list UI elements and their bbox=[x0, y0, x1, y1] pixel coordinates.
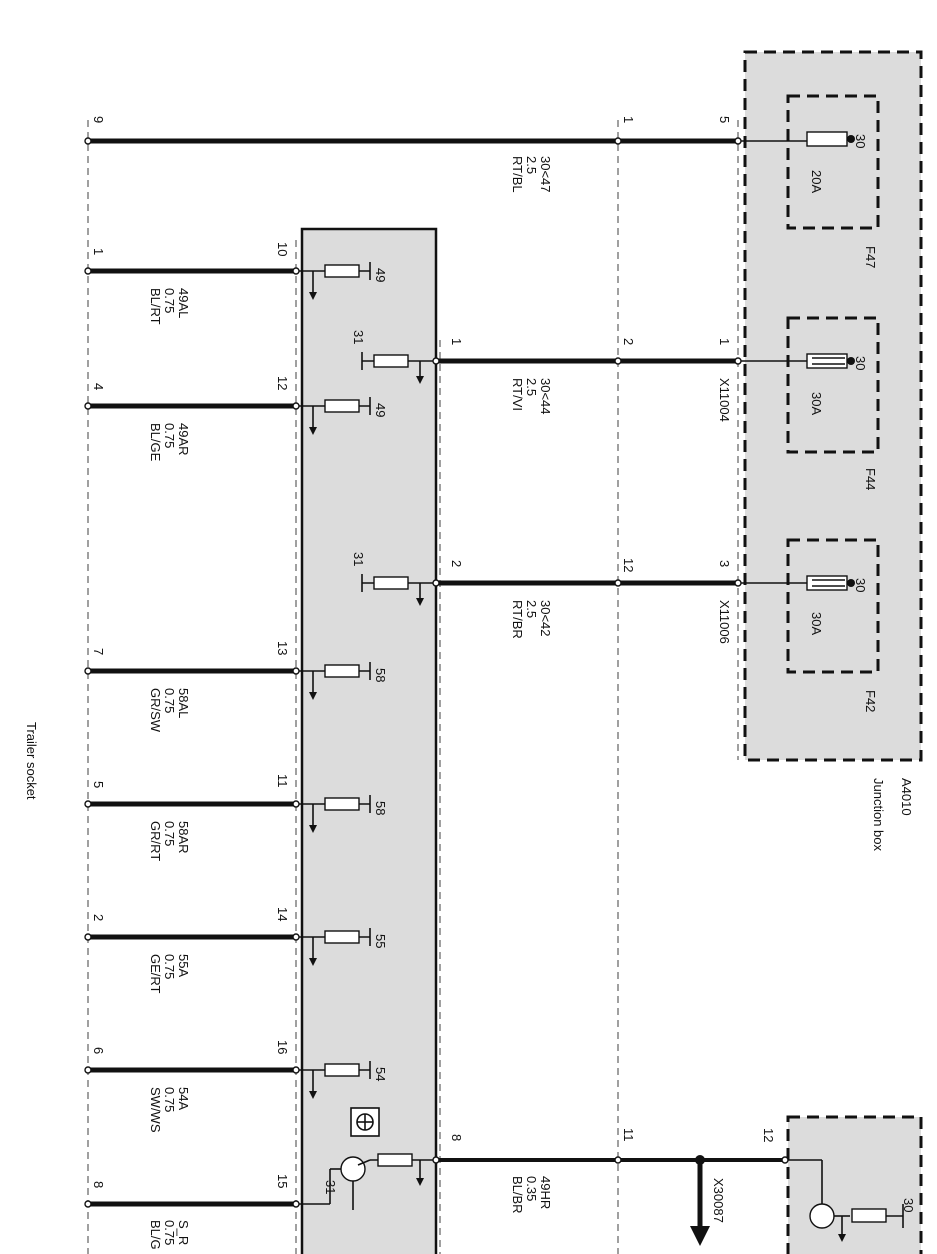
fuse-f47-housing bbox=[786, 94, 880, 230]
fuse-f44-name: F44 bbox=[863, 468, 878, 490]
fuse-f42-terminal: 30 bbox=[853, 578, 868, 592]
wire-30-42-signal: 30<42 bbox=[538, 600, 553, 637]
wire-30-47-signal: 30<47 bbox=[538, 156, 553, 193]
module-ground-pin1: 31 bbox=[351, 330, 366, 344]
mid-pin-11: 11 bbox=[621, 1128, 636, 1142]
connector-x30087: X30087 bbox=[711, 1178, 726, 1223]
output-socket-pin: 8 bbox=[91, 1181, 106, 1188]
output-color: GE/RT bbox=[148, 954, 163, 994]
output-color: SW/WS bbox=[148, 1087, 163, 1133]
output-signal: S_R bbox=[176, 1220, 191, 1245]
connector-x11004: X11004 bbox=[717, 378, 732, 422]
fuse-f47-name: F47 bbox=[863, 246, 878, 268]
output-terminal: 54 bbox=[373, 1067, 388, 1081]
wire-49hr-color: BL/BR bbox=[510, 1176, 525, 1214]
output-gauge: 0.75 bbox=[162, 1220, 177, 1245]
fuse-f44-pin: 1 bbox=[717, 338, 732, 345]
mid-pin-12: 12 bbox=[621, 558, 636, 572]
module-pin-2: 2 bbox=[449, 560, 464, 567]
fuse-f44 bbox=[806, 353, 848, 369]
trailer-module-box bbox=[300, 227, 438, 1254]
fuse-f47-terminal: 30 bbox=[853, 134, 868, 148]
junction-box-id: A4010 bbox=[899, 778, 914, 816]
wire-30-44-color: RT/VI bbox=[510, 378, 525, 411]
output-signal: 54A bbox=[176, 1087, 191, 1110]
output-socket-pin: 7 bbox=[91, 648, 106, 655]
fuse-f47 bbox=[806, 131, 848, 147]
output-gauge: 0.75 bbox=[162, 423, 177, 448]
fuse-f44-housing bbox=[786, 316, 880, 454]
output-module-pin: 15 bbox=[275, 1174, 290, 1188]
junction-box-outline bbox=[743, 50, 923, 762]
output-module-pin: 13 bbox=[275, 641, 290, 655]
junction-box bbox=[743, 50, 923, 762]
output-module-pin: 12 bbox=[275, 376, 290, 390]
output-terminal: 49 bbox=[373, 268, 388, 282]
output-gauge: 0.75 bbox=[162, 954, 177, 979]
output-color: BL/RT bbox=[148, 288, 163, 325]
fuse-f42-housing bbox=[786, 538, 880, 674]
wire-30-47-color: RT/BL bbox=[510, 156, 525, 193]
fuse-f47-pin: 5 bbox=[717, 116, 732, 123]
bottom-right-terminal: 30 bbox=[901, 1198, 916, 1212]
fuse-f42-pin: 3 bbox=[717, 560, 732, 567]
output-terminal: 55 bbox=[373, 934, 388, 948]
output-signal: 55A bbox=[176, 954, 191, 977]
output-gauge: 0.75 bbox=[162, 821, 177, 846]
wire-49hr-signal: 49HR bbox=[538, 1176, 553, 1209]
wire-30-42-gauge: 2.5 bbox=[524, 600, 539, 618]
module-ground-pin2: 31 bbox=[351, 552, 366, 566]
output-gauge: 0.75 bbox=[162, 288, 177, 313]
module-pin-8: 8 bbox=[449, 1134, 464, 1141]
wire-49hr-gauge: 0.35 bbox=[524, 1176, 539, 1201]
output-color: GR/RT bbox=[148, 821, 163, 861]
connector-x11006: X11006 bbox=[717, 600, 732, 644]
mid-pin-1: 1 bbox=[621, 116, 636, 123]
output-socket-pin: 2 bbox=[91, 914, 106, 921]
wire-30-47-gauge: 2.5 bbox=[524, 156, 539, 174]
output-terminal: 58 bbox=[373, 801, 388, 815]
output-gauge: 0.75 bbox=[162, 1087, 177, 1112]
fuse-f44-rating: 30A bbox=[809, 392, 824, 415]
output-socket-pin: 1 bbox=[91, 248, 106, 255]
socket-pin-9: 9 bbox=[91, 116, 106, 123]
output-signal: 49AR bbox=[176, 423, 191, 456]
output-socket-pin: 5 bbox=[91, 781, 106, 788]
output-color: GR/SW bbox=[148, 688, 163, 733]
output-module-pin: 11 bbox=[275, 774, 290, 788]
output-gauge: 0.75 bbox=[162, 688, 177, 713]
module-ground-pin8: 31 bbox=[323, 1180, 338, 1194]
output-color: BL/GE bbox=[148, 423, 163, 462]
output-socket-pin: 6 bbox=[91, 1047, 106, 1054]
fuse-f42 bbox=[806, 575, 848, 591]
fuse-f47-rating: 20A bbox=[809, 170, 824, 193]
trailer-socket-label: Trailer socket bbox=[24, 722, 39, 800]
fuse-f44-terminal: 30 bbox=[853, 356, 868, 370]
wire-30-44-gauge: 2.5 bbox=[524, 378, 539, 396]
output-module-pin: 16 bbox=[275, 1040, 290, 1054]
mid-pin-2: 2 bbox=[621, 338, 636, 345]
output-signal: 58AR bbox=[176, 821, 191, 854]
fuse-f42-rating: 30A bbox=[809, 612, 824, 635]
output-signal: 58AL bbox=[176, 688, 191, 718]
bottom-right-circuit bbox=[690, 1155, 904, 1246]
output-signal: 49AL bbox=[176, 288, 191, 318]
output-module-pin: 10 bbox=[275, 242, 290, 256]
wire-30-42-color: RT/BR bbox=[510, 600, 525, 639]
output-socket-pin: 4 bbox=[91, 383, 106, 390]
output-color: BL/G bbox=[148, 1220, 163, 1250]
wire-30-44-signal: 30<44 bbox=[538, 378, 553, 415]
output-module-pin: 14 bbox=[275, 907, 290, 921]
bottom-right-component bbox=[786, 1115, 923, 1254]
output-terminal: 49 bbox=[373, 403, 388, 417]
junction-box-name: Junction box bbox=[871, 778, 886, 851]
fuse-f42-name: F42 bbox=[863, 690, 878, 712]
module-output-stages bbox=[296, 262, 440, 1210]
module-pin-1: 1 bbox=[449, 338, 464, 345]
bottom-right-pin: 12 bbox=[761, 1128, 776, 1142]
x30087-arrow-icon bbox=[690, 1226, 710, 1246]
output-terminal: 58 bbox=[373, 668, 388, 682]
